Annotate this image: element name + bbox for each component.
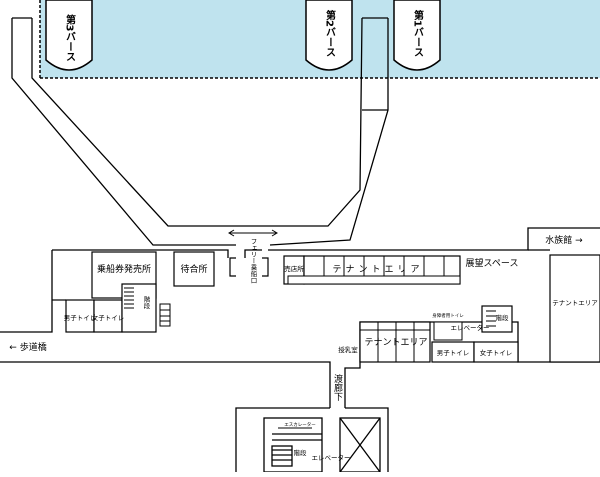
observation-space-label: 展望スペース [466, 257, 519, 269]
accessible-toilet[interactable] [433, 321, 463, 341]
escalator-label: エスカレーター [284, 421, 316, 428]
shop-label: 売店所 [284, 264, 304, 273]
tenant-area-main-label: テナントエリア [332, 264, 423, 275]
stairs-east-label: 階段 [496, 313, 510, 322]
tenant-area-lower-label: テナントエリア [364, 337, 427, 348]
south-building [235, 407, 389, 473]
waiting-room-label: 待合所 [180, 263, 207, 275]
ticket-office-label: 乗船券発売所 [97, 263, 151, 275]
accessible-toilet-label: 身障者用トイレ [432, 312, 464, 319]
stairs-east[interactable] [481, 305, 513, 333]
tenant-area-east-label: テナントエリア [552, 299, 598, 307]
gangway-lines [11, 17, 389, 246]
berth-2-label: 第2バース [324, 9, 336, 57]
mens-toilet-east-label: 男子トイレ [437, 349, 470, 357]
elevator-south-label: エレベーター [312, 453, 351, 462]
waiting-room[interactable] [173, 251, 215, 287]
stairs-south-label: 階段 [294, 448, 308, 457]
elevator-east-label: エレベーター [451, 323, 490, 332]
aquarium-label: 水族館 → [545, 234, 583, 246]
womens-toilet-east-label: 女子トイレ [480, 348, 513, 357]
womens-toilet-east[interactable] [473, 341, 519, 363]
mens-toilet-west[interactable] [65, 299, 95, 333]
tenant-area-east[interactable] [549, 254, 600, 363]
berth-3-label: 第3バース [64, 13, 76, 61]
berth-1-label: 第1バース [412, 9, 424, 57]
stairs-west-label: 階段 [142, 295, 150, 311]
nursing-room-label: 授乳室 [338, 345, 358, 354]
berth-1-ship [393, 0, 441, 71]
boarding-arrow-icon [228, 229, 278, 237]
boarding-gate-label: フェリー乗船口 [249, 238, 257, 284]
tenant-area-lower[interactable] [359, 321, 431, 363]
walkway-label: ← 歩道橋 [9, 341, 46, 353]
berth-2-ship [305, 0, 353, 71]
mens-toilet-west-label: 男子トイレ [64, 314, 97, 322]
berth-3-ship [45, 0, 93, 71]
womens-toilet-west[interactable] [93, 299, 123, 333]
womens-toilet-west-label: 女子トイレ [92, 313, 125, 322]
corridor-label: 渡廊下 [332, 373, 343, 402]
